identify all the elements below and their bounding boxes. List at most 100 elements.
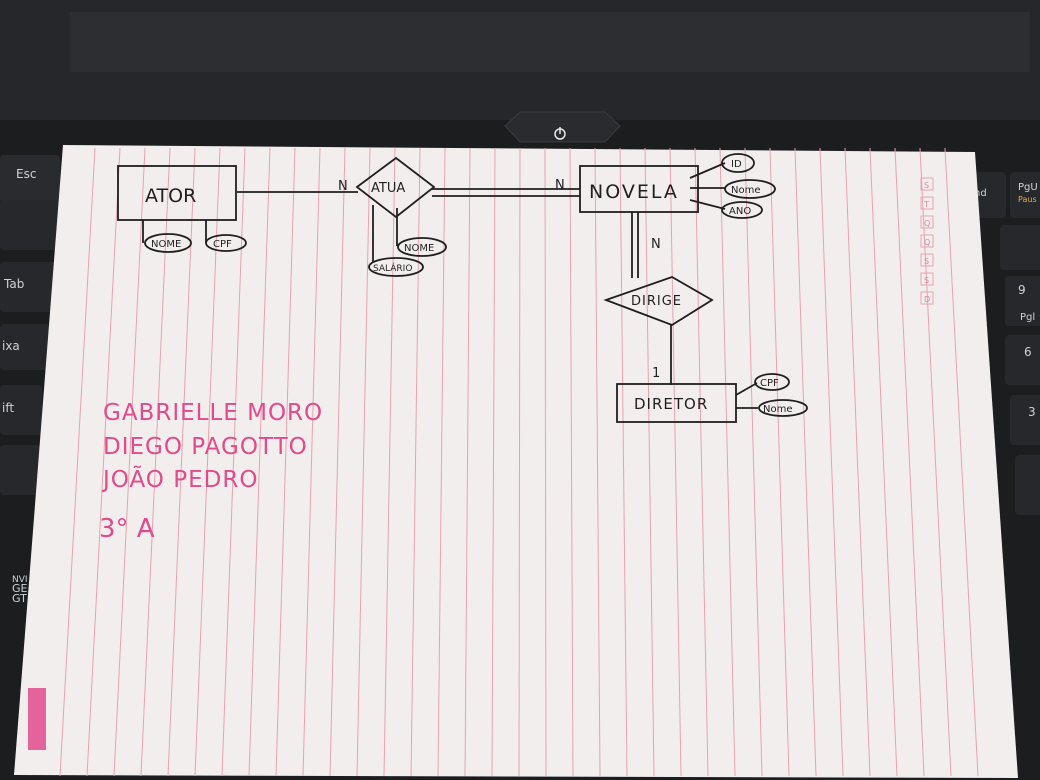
attr-novela-id-label: ID xyxy=(731,159,742,170)
power-icon xyxy=(554,127,566,140)
gpu-brand: NVI xyxy=(12,575,28,585)
tab-key-label: Tab xyxy=(3,277,24,291)
attr-novela-nome xyxy=(724,179,776,199)
caps-key[interactable] xyxy=(0,324,50,370)
name-line-2: DIEGO PAGOTTO xyxy=(103,434,308,460)
attr-diretor-nome-label: Nome xyxy=(763,404,793,415)
ruling-line xyxy=(437,147,446,777)
cardinality-ator-atua: N xyxy=(338,179,348,194)
ruling-line xyxy=(86,147,121,777)
weekday-box xyxy=(920,234,934,248)
esc-key-label: Esc xyxy=(16,167,36,181)
ruling-line xyxy=(719,147,736,777)
name-line-1: GABRIELLE MORO xyxy=(103,400,323,426)
weekday-letter: S xyxy=(924,257,929,266)
entity-novela xyxy=(579,165,699,213)
ruling-line xyxy=(59,147,96,777)
pgup-key[interactable] xyxy=(1010,172,1040,218)
tilde-key[interactable] xyxy=(0,200,60,250)
ruling-line xyxy=(869,147,898,777)
weekday-box xyxy=(920,253,934,267)
ruling-line xyxy=(275,147,296,777)
paper-brand-logo xyxy=(28,688,46,750)
er-diagram xyxy=(117,153,808,423)
ruling-line xyxy=(769,147,790,777)
attr-atua-nome-label: NOME xyxy=(404,243,434,254)
relationship-dirige xyxy=(603,276,714,326)
numpad-9-key[interactable] xyxy=(1005,276,1040,326)
er-labels: ATOR NOVELA DIRETOR ATUA DIRIGE NOME CPF… xyxy=(145,159,793,415)
attr-ator-cpf xyxy=(205,234,247,252)
cardinality-dirige-diretor: 1 xyxy=(652,366,660,381)
weekday-letter: S xyxy=(924,276,929,285)
shift-key[interactable] xyxy=(0,385,42,435)
attr-ator-nome xyxy=(144,233,192,253)
gpu-series: GT xyxy=(12,592,27,605)
ruling-line xyxy=(669,147,682,777)
student-names: GABRIELLE MORO DIEGO PAGOTTO JOÃO PEDRO … xyxy=(99,400,323,544)
weekday-letter: Q xyxy=(924,219,930,228)
ruling-line xyxy=(329,147,346,777)
attr-diretor-cpf xyxy=(754,373,790,391)
stem-diretor-cpf xyxy=(735,382,758,396)
attr-novela-id xyxy=(721,153,755,173)
entity-novela-label: NOVELA xyxy=(589,181,679,203)
attr-diretor-nome xyxy=(758,399,808,417)
entity-diretor-label: DIRETOR xyxy=(634,395,708,413)
relationship-dirige-label: DIRIGE xyxy=(631,294,682,309)
ruling-line xyxy=(844,147,871,777)
numpad-6-label: 6 xyxy=(1024,345,1032,359)
shift-key-label: ift xyxy=(2,401,14,415)
ruling-line xyxy=(248,147,271,777)
ruling-line xyxy=(794,147,817,777)
gpu-model: GE xyxy=(12,582,28,595)
numpad-enter-key[interactable] xyxy=(1015,455,1040,515)
relationship-atua xyxy=(355,156,436,219)
ruling-line xyxy=(894,147,925,777)
pgdn-key-label: Pgl xyxy=(1020,312,1035,323)
ruling-line xyxy=(302,147,321,777)
end-key-label: nd xyxy=(974,188,987,199)
pgup-key-label: PgU xyxy=(1018,182,1038,193)
weekday-box xyxy=(920,291,934,305)
numpad-dot-key[interactable] xyxy=(1000,225,1040,270)
cardinality-novela-dirige: N xyxy=(651,237,661,252)
attr-atua-salario xyxy=(368,257,424,277)
ruling-line xyxy=(518,147,521,777)
ruling-line xyxy=(356,147,371,777)
weekday-letter: S xyxy=(924,181,929,190)
numpad-6-key[interactable] xyxy=(1005,335,1040,385)
ruling-line xyxy=(167,147,196,777)
stem-novela-id xyxy=(689,162,726,179)
attr-ator-cpf-label: CPF xyxy=(213,239,232,250)
ruling-line xyxy=(113,147,146,777)
weekday-letter: Q xyxy=(924,238,930,247)
tab-key[interactable] xyxy=(0,262,60,312)
ruling-line xyxy=(194,147,221,777)
cardinality-atua-novela: N xyxy=(555,178,565,193)
pause-key-label: Paus xyxy=(1018,195,1037,204)
ruling-line xyxy=(944,147,979,777)
esc-key[interactable] xyxy=(0,155,60,203)
numpad-9-label: 9 xyxy=(1018,283,1026,297)
ctrl-key[interactable] xyxy=(0,445,40,495)
numpad-3-key[interactable] xyxy=(1010,395,1040,445)
power-button[interactable] xyxy=(504,111,621,143)
ruling-line xyxy=(919,147,952,777)
weekday-box xyxy=(920,177,934,191)
caps-key-label: ixa xyxy=(2,339,20,353)
relationship-atua-label: ATUA xyxy=(371,181,405,196)
weekday-box xyxy=(920,215,934,229)
keyboard-top-strip xyxy=(70,12,1030,72)
ruling-line xyxy=(464,147,471,777)
ruling-line xyxy=(383,147,396,777)
entity-diretor xyxy=(616,383,737,423)
ruling-line xyxy=(544,147,547,777)
attr-novela-ano xyxy=(721,201,763,219)
ruling-line xyxy=(619,147,628,777)
weekday-box xyxy=(920,272,934,286)
name-line-3: JOÃO PEDRO xyxy=(101,465,258,493)
entity-ator xyxy=(117,165,237,221)
class-label: 3° A xyxy=(99,514,155,544)
